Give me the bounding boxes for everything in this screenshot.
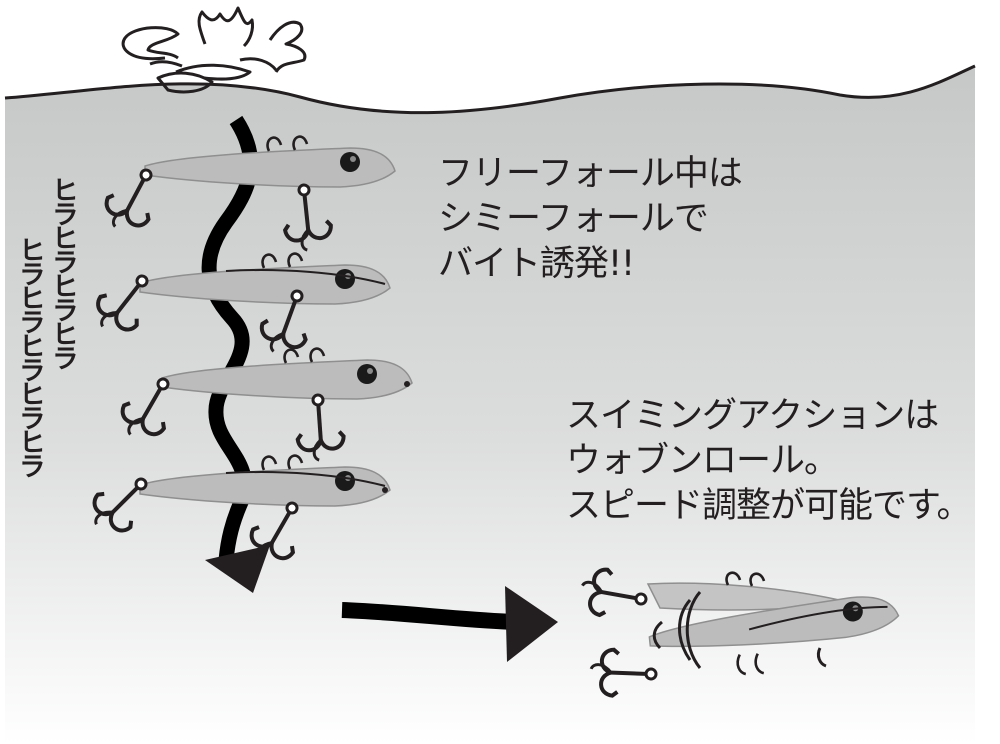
swimming-lure-back <box>646 571 849 611</box>
retrieve-arrow-icon <box>505 586 558 662</box>
swimming-lure-front <box>646 592 901 676</box>
swimming-caption: スイミングアクションは ウォブンロール。 スピード調整が可能です。 <box>566 394 972 529</box>
falling-lure-4 <box>140 456 390 506</box>
water-surface-line <box>4 64 976 115</box>
caption-line: スイミングアクションは <box>566 396 939 436</box>
caption-line: バイト誘発!! <box>438 244 635 284</box>
caption-line: ウォブンロール。 <box>566 441 839 481</box>
splash-icon <box>121 6 307 94</box>
caption-line: スピード調整が可能です。 <box>566 486 972 526</box>
fall-path-arrow-icon <box>205 545 270 593</box>
caption-line: フリーフォール中は <box>438 154 743 194</box>
flutter-text-2: ヒラヒラヒラヒラヒラ <box>14 236 45 476</box>
wobble-marks <box>652 591 827 669</box>
falling-lure-3 <box>162 349 412 399</box>
caption-line: シミーフォールで <box>438 199 709 239</box>
flutter-text-1: ヒラヒラヒラヒラ <box>47 176 78 368</box>
retrieve-arrow-line <box>341 602 516 630</box>
free-fall-caption: フリーフォール中は シミーフォールで バイト誘発!! <box>438 152 743 287</box>
